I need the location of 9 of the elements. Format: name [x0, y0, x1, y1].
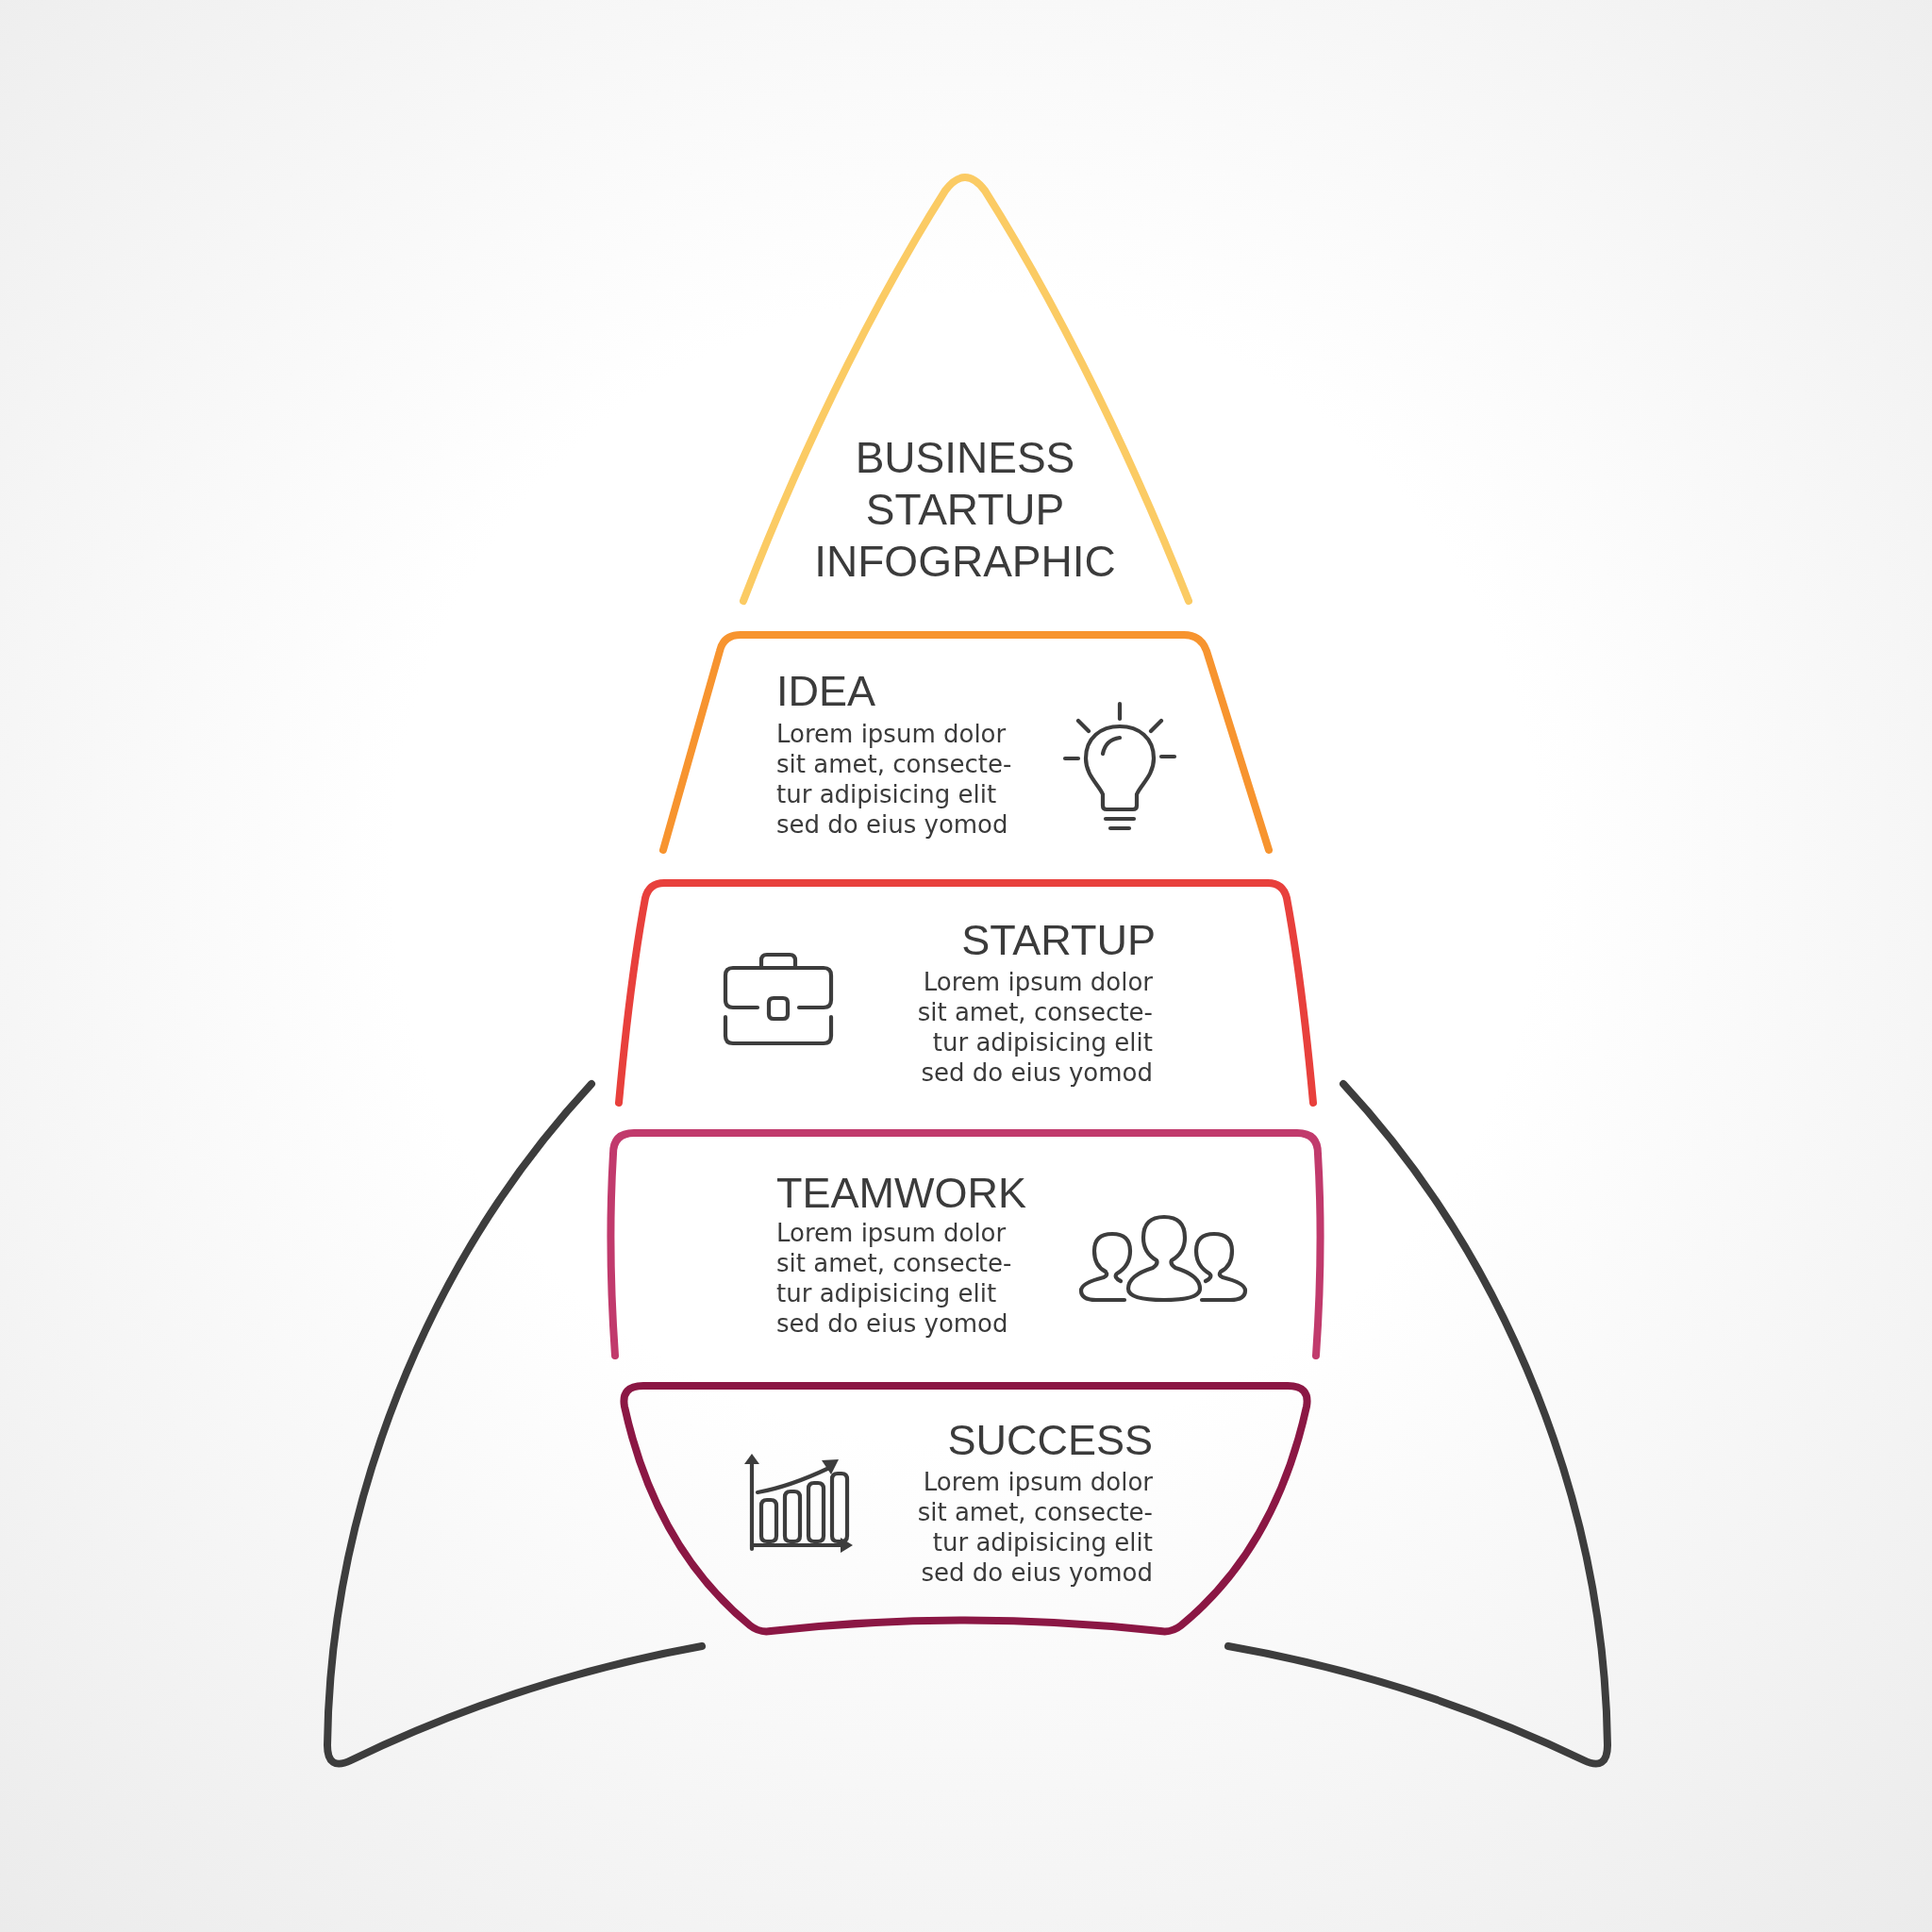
- section-description: Lorem ipsum dolor sit amet, consecte- tur adipisicing elit sed do eius yomod: [776, 1218, 1013, 1339]
- section-heading: STARTUP: [960, 919, 1156, 961]
- section-description: Lorem ipsum dolor sit amet, consecte- tur adipisicing elit sed do eius yomod: [916, 1467, 1153, 1588]
- section-description: Lorem ipsum dolor sit amet, consecte- tur adipisicing elit sed do eius yomod: [916, 967, 1153, 1088]
- section-heading: TEAMWORK: [776, 1172, 1027, 1214]
- infographic-title: BUSINESS STARTUP INFOGRAPHIC: [813, 432, 1117, 588]
- section-heading: IDEA: [776, 670, 877, 712]
- section-heading: SUCCESS: [946, 1419, 1153, 1461]
- section-description: Lorem ipsum dolor sit amet, consecte- tur adipisicing elit sed do eius yomod: [776, 719, 1013, 840]
